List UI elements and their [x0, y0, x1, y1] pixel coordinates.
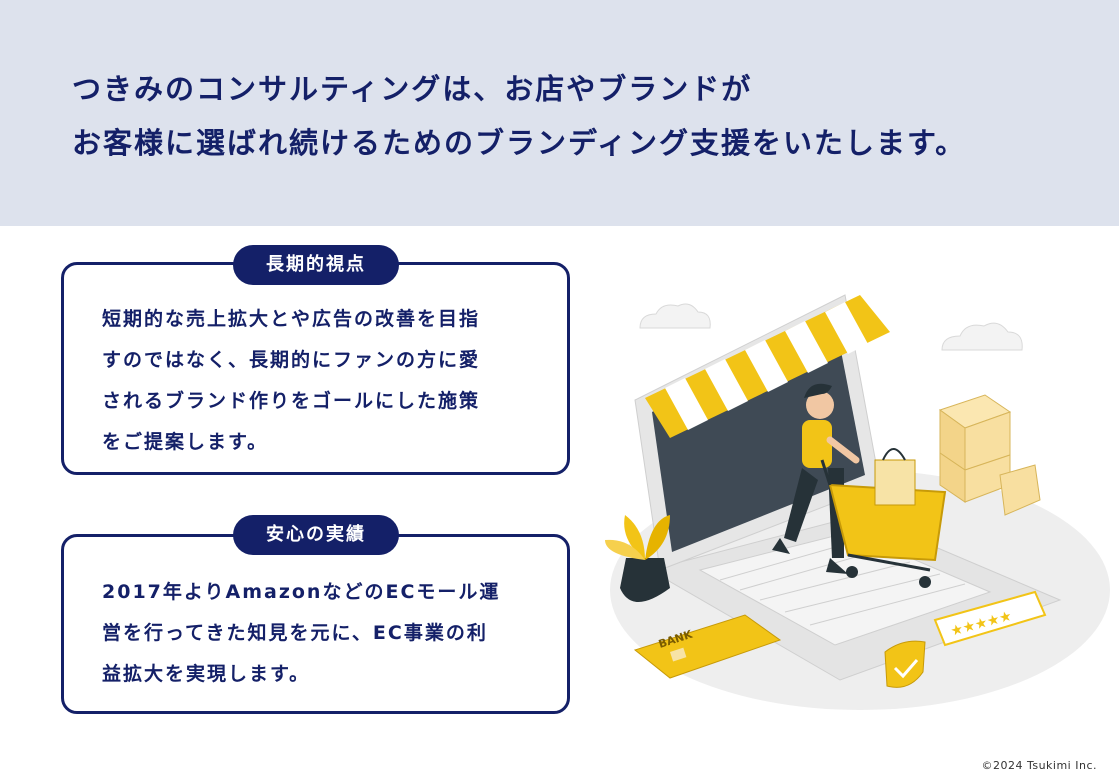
- feature-card-track-record: 2017年よりAmazonなどのECモール運 営を行ってきた知見を元に、EC事業…: [61, 534, 570, 714]
- card-body-line: 2017年よりAmazonなどのECモール運: [102, 581, 501, 603]
- copyright-text: ©2024 Tsukimi Inc.: [981, 759, 1097, 772]
- potted-plant-icon: [605, 515, 670, 602]
- cloud-icon: [639, 303, 711, 329]
- online-shopping-illustration: BANK ★★★★★: [605, 294, 1110, 710]
- card-title-badge: 長期的視点: [233, 245, 399, 285]
- card-body-line: 短期的な売上拡大とや広告の改善を目指: [102, 308, 481, 330]
- headline-line-2: お客様に選ばれ続けるためのブランディング支援をいたします。: [72, 126, 967, 160]
- headline-line-1: つきみのコンサルティングは、お店やブランドが: [72, 72, 753, 106]
- card-body-line: すのではなく、長期的にファンの方に愛: [102, 349, 481, 371]
- card-body-line: をご提案します。: [102, 431, 269, 453]
- card-body: 短期的な売上拡大とや広告の改善を目指 すのではなく、長期的にファンの方に愛 され…: [102, 299, 539, 463]
- shopping-cart-icon: [820, 448, 947, 588]
- cloud-icon: [941, 322, 1023, 351]
- card-body-line: されるブランド作りをゴールにした施策: [102, 390, 481, 412]
- card-title-badge: 安心の実績: [233, 515, 399, 555]
- keyboard: [698, 531, 992, 646]
- shield-check-icon: [884, 640, 926, 688]
- card-body-line: 営を行ってきた知見を元に、EC事業の利: [102, 622, 488, 644]
- package-boxes: [938, 394, 1041, 516]
- feature-card-long-term: 短期的な売上拡大とや広告の改善を目指 すのではなく、長期的にファンの方に愛 され…: [61, 262, 570, 475]
- card-body-line: 益拡大を実現します。: [102, 663, 311, 685]
- shop-awning: [645, 295, 890, 438]
- card-body: 2017年よりAmazonなどのECモール運 営を行ってきた知見を元に、EC事業…: [102, 572, 539, 695]
- header-band: つきみのコンサルティングは、お店やブランドが お客様に選ばれ続けるためのブランデ…: [0, 0, 1119, 226]
